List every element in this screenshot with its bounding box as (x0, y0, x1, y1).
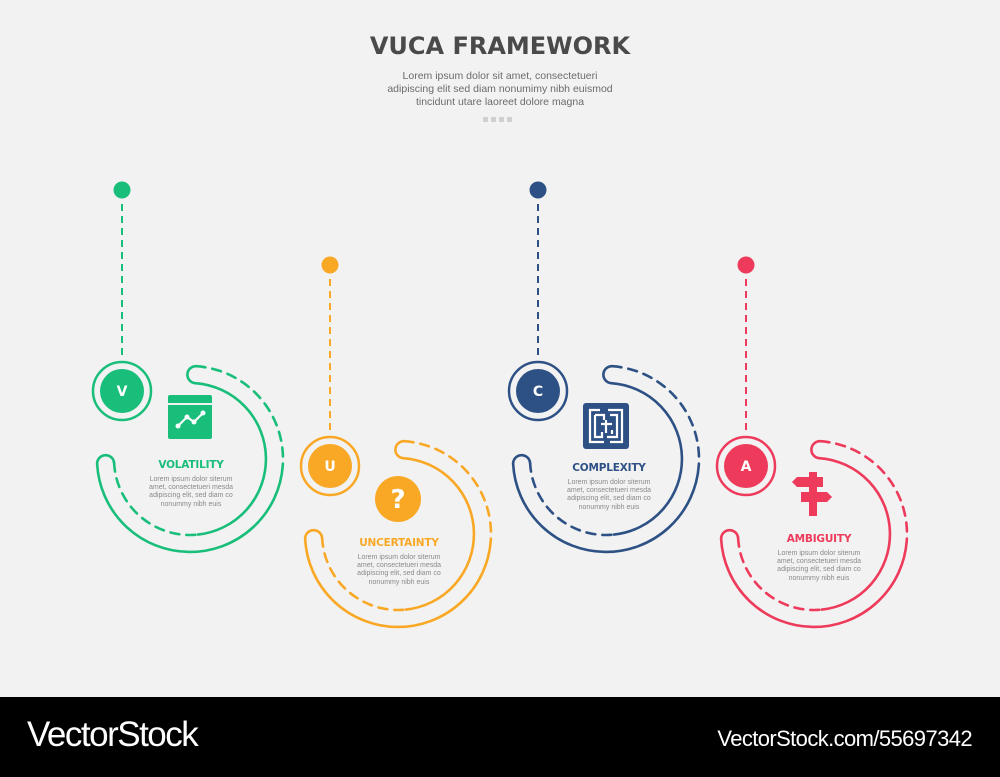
inner-arc-dashed (528, 461, 613, 537)
outer-arc-solid (719, 537, 909, 629)
body-line: Lorem ipsum dolor siterum (357, 554, 441, 561)
body-line: nonummy nibh euis (788, 574, 850, 582)
subtitle-line: tincidunt utare laoreet dolore magna (415, 96, 585, 108)
vuca-diagram: V U? C A (91, 181, 909, 629)
dot (499, 117, 504, 122)
unit-volatility: V (91, 181, 285, 554)
unit-body: Lorem ipsum dolor siterum amet, consecte… (136, 476, 246, 509)
letter-ring (715, 435, 777, 497)
page-subtitle: Lorem ipsum dolor sit amet, consectetuer… (350, 70, 650, 109)
page-title: VUCA FRAMEWORK (369, 32, 631, 60)
inner-arc-solid (194, 381, 268, 536)
dot (491, 117, 496, 122)
letter-badge (516, 369, 560, 413)
outer-arc-dashed (195, 364, 285, 467)
letter-badge (308, 444, 352, 488)
arc-cap-left (95, 453, 116, 466)
dot (507, 117, 512, 122)
outer-arc-dashed (611, 364, 701, 467)
inner-arc-solid (610, 381, 684, 536)
body-line: Lorem ipsum dolor siterum (149, 476, 233, 483)
letter-label: V (117, 384, 128, 400)
arc-cap-left (303, 528, 324, 541)
letter-label: U (324, 459, 335, 475)
subtitle-line: Lorem ipsum dolor sit amet, consectetuer… (402, 70, 598, 82)
timeline-dot (737, 256, 755, 274)
outer-arc-dashed (819, 439, 909, 542)
unit-uncertainty: U? (299, 256, 493, 629)
body-line: adipiscing elit, sed diam co (567, 495, 651, 503)
timeline-dot (113, 181, 131, 199)
unit-title: COMPLEXITY (572, 462, 646, 474)
letter-ring (91, 360, 153, 422)
unit-ambiguity: A (715, 256, 909, 629)
arc-cap-top (810, 439, 822, 460)
body-line: adipiscing elit, sed diam co (777, 566, 861, 574)
body-line: adipiscing elit, sed diam co (357, 570, 441, 578)
unit-uncertainty-text: UNCERTAINTY Lorem ipsum dolor siterum am… (344, 537, 454, 587)
unit-title: VOLATILITY (158, 459, 224, 471)
letter-ring (299, 435, 361, 497)
unit-ambiguity-text: AMBIGUITY Lorem ipsum dolor siterum amet… (764, 533, 874, 583)
body-line: Lorem ipsum dolor siterum (777, 550, 861, 557)
letter-ring (507, 360, 569, 422)
svg-text:?: ? (390, 485, 405, 515)
subtitle-line: adipiscing elit sed diam nonumimy nibh e… (387, 83, 613, 95)
chart-window-icon (168, 395, 212, 439)
inner-arc-dashed (112, 461, 197, 537)
body-line: adipiscing elit, sed diam co (149, 492, 233, 500)
unit-body: Lorem ipsum dolor siterum amet, consecte… (764, 550, 874, 583)
arc-cap-top (394, 439, 406, 460)
inner-arc-solid (818, 456, 892, 611)
body-line: nonummy nibh euis (578, 503, 640, 511)
inner-arc-dashed (320, 536, 405, 612)
arc-cap-left (719, 528, 740, 541)
body-line: nonummy nibh euis (160, 500, 222, 508)
decorative-dots (483, 117, 512, 122)
brand-logo: VectorStock (27, 715, 199, 754)
dot (483, 117, 488, 122)
infographic: VUCA FRAMEWORK Lorem ipsum dolor sit ame… (91, 32, 909, 629)
unit-complexity: C (507, 181, 701, 554)
arc-cap-left (511, 453, 532, 466)
outer-arc-solid (95, 462, 285, 554)
body-line: amet, consectetueri mesda (356, 562, 442, 570)
question-mark-icon: ? (375, 476, 421, 522)
unit-complexity-text: COMPLEXITY Lorem ipsum dolor siterum ame… (554, 462, 664, 512)
timeline-dot (321, 256, 339, 274)
letter-badge (100, 369, 144, 413)
maze-icon (583, 403, 629, 449)
inner-arc-solid (402, 456, 476, 611)
body-line: amet, consectetueri mesda (776, 558, 862, 566)
unit-volatility-text: VOLATILITY Lorem ipsum dolor siterum ame… (136, 459, 246, 509)
outer-arc-solid (511, 462, 701, 554)
body-line: amet, consectetueri mesda (566, 487, 652, 495)
body-line: nonummy nibh euis (368, 578, 430, 586)
unit-title: AMBIGUITY (786, 533, 852, 545)
unit-title: UNCERTAINTY (359, 537, 439, 549)
body-line: amet, consectetueri mesda (148, 484, 234, 492)
unit-body: Lorem ipsum dolor siterum amet, consecte… (344, 554, 454, 587)
letter-badge (724, 444, 768, 488)
timeline-dot (529, 181, 547, 199)
letter-label: A (741, 459, 752, 475)
arc-cap-top (186, 364, 198, 385)
letter-label: C (533, 384, 543, 400)
unit-body: Lorem ipsum dolor siterum amet, consecte… (554, 479, 664, 512)
inner-arc-dashed (736, 536, 821, 612)
outer-arc-dashed (403, 439, 493, 542)
body-line: Lorem ipsum dolor siterum (567, 479, 651, 486)
watermark-bar: VectorStock VectorStock.com/55697342 (0, 697, 1000, 777)
outer-arc-solid (303, 537, 493, 629)
arc-cap-top (602, 364, 614, 385)
stock-url: VectorStock.com/55697342 (717, 726, 972, 751)
signpost-icon (792, 472, 832, 516)
